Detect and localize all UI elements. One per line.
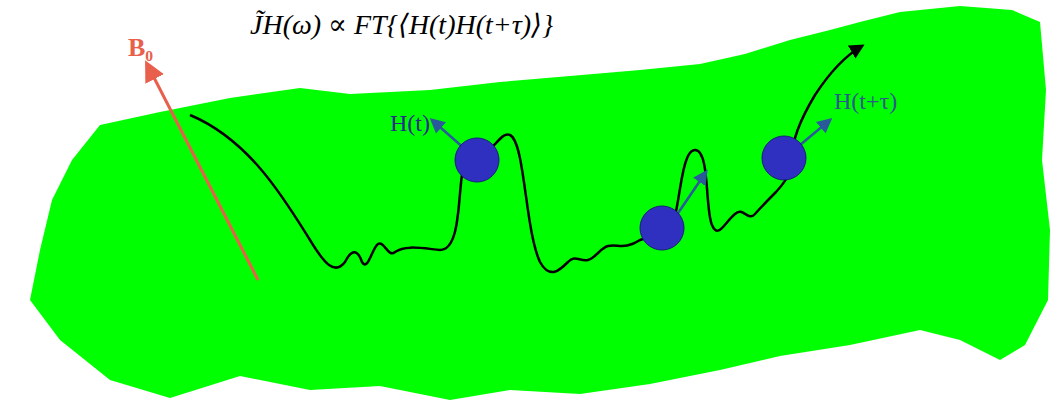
trajectory — [190, 46, 862, 272]
field-arrow — [147, 64, 258, 280]
field-label: B₀ — [128, 34, 153, 63]
moment-label: H(t) — [390, 110, 430, 136]
spin-particle — [455, 138, 499, 182]
green-region — [30, 6, 1050, 400]
spin-particle — [640, 206, 684, 250]
moment-label: H(t+τ) — [834, 88, 897, 114]
spin-particle — [762, 136, 806, 180]
formula-text: J̃H(ω) ∝ FT{⟨H(t)H(t+τ)⟩} — [250, 10, 553, 41]
